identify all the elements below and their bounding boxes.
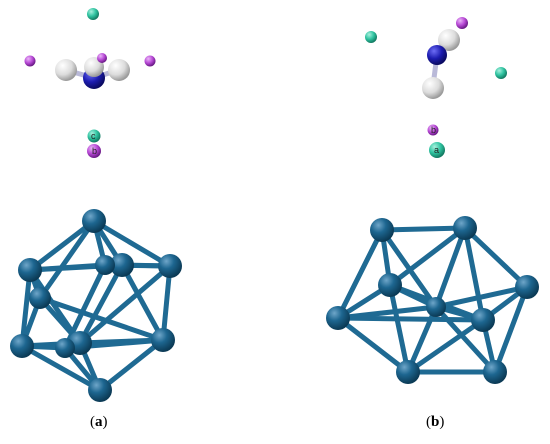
cluster-atom (55, 338, 75, 358)
cluster-bond (335, 315, 411, 375)
axis-mark-c: c (91, 131, 96, 141)
cluster-bond (77, 262, 125, 346)
cluster-bond (462, 225, 486, 323)
nitrogen-atom (427, 45, 447, 65)
cluster-bond (433, 284, 530, 310)
cluster-bond (492, 284, 530, 375)
panel-a-caption: (a) (90, 414, 108, 430)
panel-a-axis-markers: c b (87, 129, 101, 158)
magenta-marker (24, 55, 36, 67)
cluster-bond (27, 218, 97, 273)
axis-mark-b: b (431, 125, 436, 135)
cluster-bond (462, 225, 530, 290)
cluster-atom (29, 287, 51, 309)
cluster-atom (88, 378, 112, 402)
cluster-atom (483, 360, 507, 384)
axis-mark-b: b (92, 146, 97, 156)
magenta-marker (427, 124, 439, 136)
cluster-atom (95, 255, 115, 275)
cluster-bond (27, 262, 108, 273)
cluster-bond (433, 304, 498, 375)
hydrogen-atom (108, 59, 130, 81)
magenta-marker (144, 55, 156, 67)
panel-b-cluster (326, 216, 539, 384)
green-marker (495, 67, 507, 79)
cluster-bond (19, 343, 103, 393)
panel-b-molecule (365, 17, 507, 99)
cluster-atom (396, 360, 420, 384)
cluster-bond (335, 227, 385, 321)
magenta-marker (456, 17, 468, 29)
cluster-atom (158, 254, 182, 278)
cluster-bond (379, 225, 468, 233)
panel-b-caption-letter: b (431, 414, 440, 430)
panel-a-caption-letter: a (95, 414, 103, 430)
cluster-bond (19, 267, 33, 349)
cluster-bond (335, 315, 486, 323)
cluster-bond (387, 282, 411, 375)
cluster-atom (110, 253, 134, 277)
cluster-bond (433, 225, 468, 310)
cluster-bond (37, 295, 166, 343)
cluster-atom (370, 218, 394, 242)
panel-b-axis-markers: b a (427, 124, 445, 158)
cluster-atom (18, 258, 42, 282)
cluster-bond (77, 263, 173, 346)
cluster-bond (62, 262, 108, 351)
cluster-atom (10, 334, 34, 358)
axis-mark-a: a (434, 145, 439, 155)
green-marker (429, 142, 445, 158)
panel-b-caption: (b) (426, 414, 445, 430)
green-marker (365, 31, 377, 43)
cluster-bond (387, 225, 468, 288)
cluster-atom (378, 273, 402, 297)
panel-a-cluster (10, 209, 182, 402)
cluster-atom (471, 308, 495, 332)
hydrogen-atom (438, 29, 460, 51)
cluster-bond (91, 218, 173, 269)
cluster-bond (405, 317, 486, 375)
cluster-bond (97, 337, 166, 393)
panel-a-molecule (24, 8, 156, 89)
cluster-atom (82, 209, 106, 233)
cluster-bond (37, 218, 97, 301)
magenta-marker (87, 144, 101, 158)
cluster-atom (515, 275, 539, 299)
magenta-marker (97, 53, 107, 63)
green-marker (87, 8, 99, 20)
green-marker (87, 129, 101, 143)
cluster-bond (160, 263, 173, 343)
hydrogen-atom (55, 59, 77, 81)
cluster-atom (151, 328, 175, 352)
cluster-atom (453, 216, 477, 240)
cluster-atom (426, 297, 446, 317)
cluster-bond (119, 262, 166, 343)
cluster-atom (326, 306, 350, 330)
hydrogen-atom (422, 77, 444, 99)
